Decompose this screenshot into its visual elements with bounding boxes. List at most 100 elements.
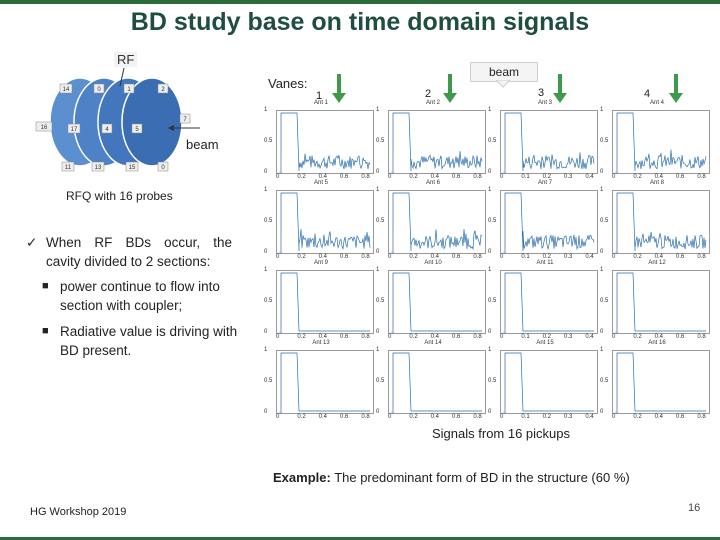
vane-number-3: 3 bbox=[538, 87, 545, 99]
example-line: Example: The predominant form of BD in t… bbox=[273, 470, 630, 485]
x-tick-label: 0.4 bbox=[318, 254, 327, 260]
y-tick-label: 1 bbox=[488, 267, 492, 273]
sub-bullet-text: power continue to flow into section with… bbox=[60, 279, 220, 313]
panel-title: Ant 2 bbox=[425, 100, 440, 106]
x-tick-label: 0.8 bbox=[473, 334, 482, 340]
square-bullet-icon: ■ bbox=[42, 325, 49, 337]
y-tick-label: 1 bbox=[488, 187, 492, 193]
panel-title: Ant 5 bbox=[313, 180, 328, 186]
signal-line bbox=[391, 112, 483, 174]
x-tick-label: 0.4 bbox=[585, 334, 594, 340]
signal-line bbox=[279, 192, 371, 254]
y-tick-label: 0 bbox=[376, 329, 380, 335]
y-tick-label: 1 bbox=[488, 107, 492, 113]
probe-number: 1 bbox=[127, 87, 131, 93]
x-tick-label: 0.6 bbox=[676, 174, 685, 180]
x-tick-label: 0.4 bbox=[654, 414, 663, 420]
x-tick-label: 0.8 bbox=[361, 174, 370, 180]
signals-caption: Signals from 16 pickups bbox=[432, 426, 571, 441]
x-tick-label: 0.2 bbox=[409, 334, 418, 340]
y-tick-label: 1 bbox=[264, 267, 268, 273]
probe-number: 16 bbox=[41, 125, 48, 131]
y-tick-label: 0 bbox=[488, 249, 492, 255]
signal-line bbox=[279, 272, 370, 334]
x-tick-label: 0.6 bbox=[452, 414, 461, 420]
y-tick-label: 1 bbox=[376, 347, 380, 353]
plot-area bbox=[500, 270, 598, 334]
x-tick-label: 0.3 bbox=[564, 414, 573, 420]
x-tick-label: 0.8 bbox=[473, 174, 482, 180]
x-tick-label: 0.3 bbox=[564, 254, 573, 260]
square-bullet-icon: ■ bbox=[42, 280, 49, 292]
y-tick-label: 0.5 bbox=[488, 218, 497, 224]
x-tick-label: 0.6 bbox=[452, 254, 461, 260]
y-tick-label: 1 bbox=[600, 107, 604, 113]
probe-box bbox=[123, 83, 135, 94]
y-tick-label: 0.5 bbox=[264, 138, 273, 144]
main-bullet-text: When RF BDs occur, the cavity divided to… bbox=[46, 235, 232, 269]
signal-line bbox=[503, 352, 594, 414]
y-tick-label: 0.5 bbox=[264, 218, 273, 224]
x-tick-label: 0.4 bbox=[430, 174, 439, 180]
x-tick-label: 0.4 bbox=[585, 174, 594, 180]
x-tick-label: 0.1 bbox=[521, 254, 530, 260]
panel-title: Ant 12 bbox=[648, 260, 666, 266]
plot-area bbox=[276, 270, 374, 334]
probe-box bbox=[125, 161, 139, 172]
slide-title: BD study base on time domain signals bbox=[130, 8, 590, 36]
main-bullet: ✓ When RF BDs occur, the cavity divided … bbox=[26, 233, 232, 271]
plot-area bbox=[612, 190, 710, 254]
x-tick-label: 0.2 bbox=[297, 334, 306, 340]
x-tick-label: 0.2 bbox=[542, 174, 551, 180]
y-tick-label: 0 bbox=[600, 249, 604, 255]
panel-title: Ant 9 bbox=[313, 260, 328, 266]
probe-number: 7 bbox=[183, 117, 187, 123]
panel-title: Ant 6 bbox=[425, 180, 440, 186]
page-number: 16 bbox=[688, 502, 701, 514]
signal-line bbox=[615, 272, 706, 334]
signal-trace bbox=[503, 192, 595, 254]
y-tick-label: 0.5 bbox=[600, 298, 609, 304]
x-tick-label: 0.4 bbox=[318, 334, 327, 340]
x-tick-label: 0.8 bbox=[697, 174, 706, 180]
top-border bbox=[0, 0, 720, 4]
probe-box bbox=[131, 123, 143, 134]
signal-trace bbox=[615, 192, 707, 254]
x-tick-label: 0.2 bbox=[633, 414, 642, 420]
x-tick-label: 0.8 bbox=[697, 334, 706, 340]
probe-box bbox=[93, 83, 105, 94]
signal-trace bbox=[615, 112, 707, 174]
plot-area bbox=[612, 350, 710, 414]
signal-line bbox=[279, 112, 371, 174]
signal-trace bbox=[279, 272, 370, 334]
x-tick-label: 0.1 bbox=[521, 414, 530, 420]
x-tick-label: 0 bbox=[612, 414, 616, 420]
y-tick-label: 0.5 bbox=[488, 298, 497, 304]
x-tick-label: 0.6 bbox=[452, 174, 461, 180]
signal-line bbox=[279, 352, 370, 414]
rfq-illustration: 14 0 1 2 16 17 4 5 7 11 13 15 0 bbox=[35, 77, 200, 172]
vane-arrow-2 bbox=[443, 74, 457, 103]
y-tick-label: 0.5 bbox=[264, 378, 273, 384]
signal-line bbox=[391, 352, 482, 414]
probe-box bbox=[61, 161, 75, 172]
x-tick-label: 0.8 bbox=[361, 414, 370, 420]
x-tick-label: 0.4 bbox=[318, 414, 327, 420]
x-tick-label: 0.4 bbox=[318, 174, 327, 180]
plot-area bbox=[388, 350, 486, 414]
x-tick-label: 0 bbox=[500, 414, 504, 420]
x-tick-label: 0.2 bbox=[542, 334, 551, 340]
plot-area bbox=[612, 110, 710, 174]
sub-bullet-2: ■ Radiative value is driving with BD pre… bbox=[42, 322, 242, 360]
y-tick-label: 0.5 bbox=[264, 298, 273, 304]
y-tick-label: 0 bbox=[264, 169, 268, 175]
x-tick-label: 0.1 bbox=[521, 334, 530, 340]
